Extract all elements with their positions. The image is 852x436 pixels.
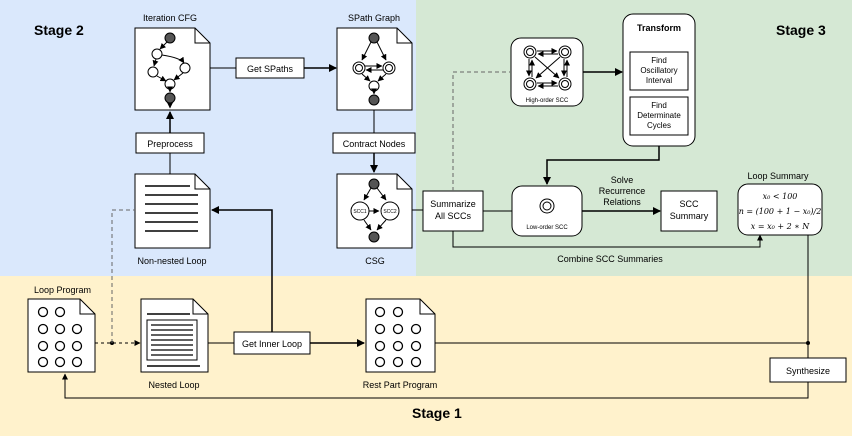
spath-graph-label: SPath Graph: [348, 13, 400, 23]
nested-loop-doc: [140, 298, 209, 373]
find-det-3: Cycles: [647, 121, 671, 130]
loop-summary-eq1: x₀ < 100: [763, 192, 798, 201]
rest-part-program-doc: [365, 298, 436, 373]
high-order-scc-node: [510, 37, 584, 107]
loop-summary-label: Loop Summary: [747, 171, 809, 181]
get-inner-loop-label: Get Inner Loop: [242, 339, 302, 349]
iteration-cfg-doc: [134, 27, 211, 111]
solve-label-2: Recurrence: [599, 186, 646, 196]
spath-graph-doc: [336, 27, 413, 111]
stage1-title: Stage 1: [412, 405, 462, 421]
combine-label: Combine SCC Summaries: [557, 254, 663, 264]
high-order-scc-label: High-order SCC: [526, 98, 569, 104]
find-det-2: Determinate: [637, 111, 681, 120]
summarize-label-1: Summarize: [430, 199, 476, 209]
find-det-1: Find: [651, 101, 667, 110]
find-osc-3: Interval: [646, 76, 672, 85]
csg-label: CSG: [365, 256, 385, 266]
scc2-label: SCC2: [383, 209, 397, 215]
stage3-title: Stage 3: [776, 22, 826, 38]
scc-summary-box: [660, 190, 718, 232]
rest-part-program-label: Rest Part Program: [363, 380, 438, 390]
find-osc-2: Oscillatory: [640, 66, 677, 75]
stage2-title: Stage 2: [34, 22, 84, 38]
non-nested-loop-label: Non-nested Loop: [137, 256, 206, 266]
loop-summary-eq3: x = x₀ + 2 ∗ N: [751, 222, 810, 231]
contract-nodes-label: Contract Nodes: [343, 139, 406, 149]
nested-loop-label: Nested Loop: [148, 380, 199, 390]
find-osc-1: Find: [651, 56, 667, 65]
find-determinate-box: [629, 96, 689, 136]
scc-summary-label-1: SCC: [679, 199, 699, 209]
transform-label: Transform: [637, 23, 681, 33]
synthesize-label: Synthesize: [786, 366, 830, 376]
loop-summary-box: [737, 183, 823, 236]
loop-program-doc: [27, 298, 96, 373]
summarize-label-2: All SCCs: [435, 211, 472, 221]
loop-summary-eq2: n = (100 + 1 − x₀)/2: [739, 207, 822, 216]
find-oscillatory-box: [629, 51, 689, 91]
scc-summary-label-2: Summary: [670, 211, 709, 221]
solve-label-1: Solve: [611, 175, 634, 185]
non-nested-loop-doc: [134, 173, 211, 249]
scc1-label: SCC1: [353, 209, 367, 215]
iteration-cfg-label: Iteration CFG: [143, 13, 197, 23]
solve-label-3: Relations: [603, 197, 641, 207]
summarize-box: [422, 190, 484, 232]
csg-doc: [336, 173, 413, 249]
preprocess-label: Preprocess: [147, 139, 193, 149]
loop-program-label: Loop Program: [34, 285, 91, 295]
get-spaths-label: Get SPaths: [247, 64, 294, 74]
low-order-scc-label: Low-order SCC: [526, 225, 568, 231]
synthesize-box: [769, 357, 847, 383]
